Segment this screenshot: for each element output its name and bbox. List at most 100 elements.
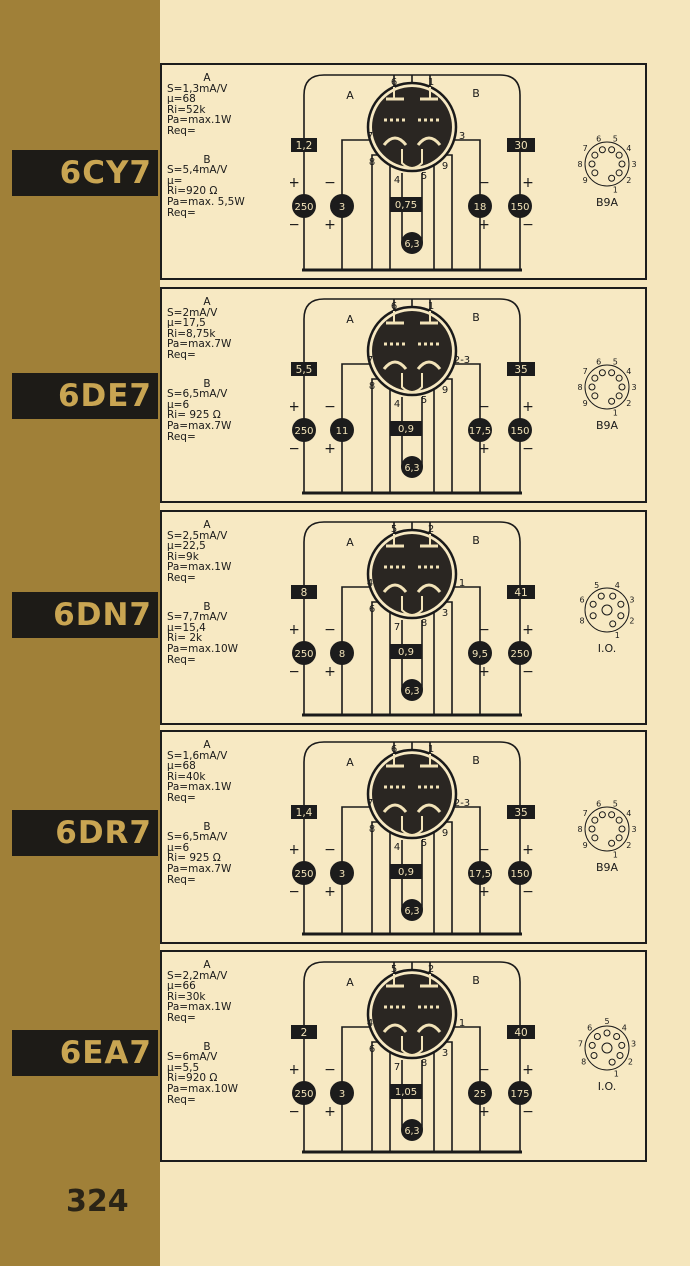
grid-b-wire bbox=[444, 806, 481, 934]
right-voltage-box bbox=[507, 585, 535, 599]
base-pin-number: 6 bbox=[587, 1023, 592, 1032]
base-pin bbox=[608, 811, 616, 819]
pin-number: 9 bbox=[442, 161, 448, 172]
section-label-b: B bbox=[472, 311, 480, 324]
right-voltage-box bbox=[507, 138, 535, 152]
heater-voltage-circle bbox=[401, 232, 423, 254]
pin-number: 1 bbox=[428, 744, 434, 755]
tube-type-label: 6DR7 bbox=[55, 815, 152, 851]
plus-sign: + bbox=[478, 884, 490, 900]
base-pin-number: 8 bbox=[577, 825, 582, 834]
parameter-line: S=1,3mA/V bbox=[167, 82, 228, 95]
right-voltage-value: 35 bbox=[514, 807, 527, 819]
heater-filament bbox=[401, 596, 423, 616]
minus-sign: − bbox=[290, 1104, 300, 1120]
parameter-line: Pa=max.1W bbox=[167, 1001, 232, 1014]
base-pin-number: 8 bbox=[580, 616, 585, 625]
base-pin bbox=[593, 1033, 601, 1041]
tube-body bbox=[372, 754, 452, 834]
base-pin bbox=[618, 383, 626, 391]
base-pin-number: 6 bbox=[596, 134, 601, 143]
base-pin-number: 7 bbox=[583, 144, 588, 153]
base-pin-number: 1 bbox=[613, 185, 618, 194]
parameter-line: Ri=52k bbox=[167, 103, 206, 116]
base-pin-number: 7 bbox=[583, 367, 588, 376]
grid-b-wire bbox=[444, 1026, 481, 1152]
cathode-b bbox=[416, 360, 442, 370]
parameter-line: Ri=920 Ω bbox=[167, 185, 218, 198]
center-value: 1,05 bbox=[395, 1087, 417, 1098]
pin-number: 8 bbox=[369, 824, 375, 835]
heater-filament bbox=[401, 373, 423, 393]
system-heading: B bbox=[203, 600, 211, 613]
parameter-line: Req= bbox=[167, 124, 196, 137]
cathode-a-wire bbox=[371, 1041, 390, 1152]
pin-number: 6 bbox=[391, 301, 397, 312]
operating-value: 250 bbox=[294, 649, 313, 660]
parameter-line: Ri=9k bbox=[167, 550, 199, 563]
base-pin bbox=[617, 611, 625, 619]
operating-value: 17,5 bbox=[469, 869, 491, 880]
base-type-label: I.O. bbox=[598, 642, 616, 655]
grid-a-wire bbox=[341, 363, 380, 493]
pin-number: 6 bbox=[391, 77, 397, 88]
parameter-line: S=2,2mA/V bbox=[167, 969, 228, 982]
minus-sign: − bbox=[478, 399, 490, 415]
parameter-line: Pa=max.1W bbox=[167, 781, 232, 794]
spacer bbox=[167, 137, 287, 155]
plus-sign: + bbox=[478, 1104, 490, 1120]
tube-body bbox=[372, 974, 452, 1054]
base-pin bbox=[608, 1058, 616, 1066]
center-value-box bbox=[390, 1084, 422, 1099]
base-pin bbox=[591, 816, 599, 824]
base-pin bbox=[616, 1052, 624, 1059]
pin-number: 5 bbox=[421, 838, 427, 849]
parameter-line: μ=68 bbox=[167, 93, 196, 106]
base-outline bbox=[584, 1025, 630, 1071]
parameter-line: Ri=30k bbox=[167, 990, 206, 1003]
system-heading: A bbox=[203, 519, 211, 531]
pin-number: 9 bbox=[442, 385, 448, 396]
left-voltage-value: 1,4 bbox=[296, 807, 313, 819]
parameter-line: Req= bbox=[167, 653, 196, 666]
base-type-label: B9A bbox=[596, 861, 619, 874]
parameter-line: Ri=40k bbox=[167, 770, 206, 783]
base-pin-number: 2 bbox=[626, 399, 631, 408]
base-outline bbox=[584, 587, 630, 632]
cathode-a bbox=[382, 583, 408, 593]
tube-body bbox=[372, 534, 452, 614]
center-value: 0,75 bbox=[395, 200, 417, 211]
pin-number: 6 bbox=[369, 1044, 375, 1055]
parameter-line: Req= bbox=[167, 1093, 196, 1106]
parameter-line: μ=5,5 bbox=[167, 1061, 200, 1074]
base-pin-number: 6 bbox=[596, 357, 601, 366]
parameter-line: Req= bbox=[167, 873, 196, 886]
operating-value-circle bbox=[292, 1081, 316, 1105]
base-key bbox=[601, 1042, 613, 1054]
center-value: 0,9 bbox=[398, 647, 414, 658]
operating-value-circle bbox=[468, 1081, 492, 1105]
tube-type-label: 6CY7 bbox=[59, 155, 152, 191]
minus-sign: − bbox=[478, 622, 490, 638]
cathode-b bbox=[416, 1023, 442, 1033]
base-pin-number: 7 bbox=[578, 1039, 583, 1048]
center-value-box bbox=[390, 197, 422, 212]
section-label-a: A bbox=[346, 89, 354, 102]
operating-value-circle bbox=[508, 861, 532, 885]
cathode-b bbox=[416, 136, 442, 146]
operating-value-circle bbox=[468, 861, 492, 885]
left-voltage-value: 1,2 bbox=[296, 140, 313, 152]
base-pin bbox=[618, 160, 626, 167]
left-voltage-box bbox=[291, 585, 317, 599]
operating-value-circle bbox=[508, 418, 532, 442]
base-pin bbox=[608, 145, 616, 153]
parameter-line: Req= bbox=[167, 430, 196, 443]
base-pin-number: 8 bbox=[581, 1058, 586, 1067]
right-voltage-box bbox=[507, 805, 535, 819]
